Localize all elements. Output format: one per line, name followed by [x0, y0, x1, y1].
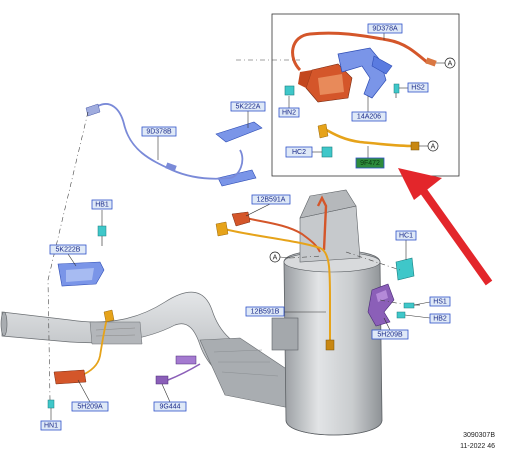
leader-hs1: [413, 301, 431, 306]
routing-line-right: [289, 251, 403, 305]
ref-circle-a-1: A: [444, 57, 456, 69]
label-hs1: HS1: [429, 296, 451, 307]
svg-text:A: A: [431, 143, 436, 150]
svg-text:9D378B: 9D378B: [146, 129, 172, 136]
label-hb2: HB2: [429, 313, 451, 324]
svg-text:9D378A: 9D378A: [372, 26, 398, 33]
label-hn1: HN1: [40, 420, 62, 431]
label-9g444: 9G444: [153, 401, 187, 412]
svg-text:9F472: 9F472: [360, 160, 380, 167]
connector-hn2: [284, 85, 295, 96]
bracket-5k222b: [57, 261, 105, 287]
connector-hb1: [97, 225, 107, 246]
label-5k222a: 5K222A: [230, 101, 266, 112]
leader-9g444: [161, 383, 171, 403]
label-5h209a: 5H209A: [71, 401, 109, 412]
connector-hb2: [396, 311, 406, 319]
footer-code: 3090307B: [463, 432, 495, 439]
leader-12b591a: [245, 203, 271, 217]
svg-text:5K222B: 5K222B: [56, 247, 81, 254]
svg-text:HN1: HN1: [44, 423, 58, 430]
svg-text:12B591B: 12B591B: [251, 309, 280, 316]
ref-circle-a-3: A: [269, 251, 281, 263]
label-5k222b: 5K222B: [49, 244, 87, 255]
leader-ref-a3: [279, 256, 291, 259]
nox-harness-9d378b: [85, 103, 244, 180]
svg-text:HC2: HC2: [292, 149, 306, 156]
svg-text:A: A: [273, 254, 278, 261]
svg-text:5K222A: 5K222A: [236, 104, 261, 111]
svg-text:HN2: HN2: [282, 110, 296, 117]
label-9d378b: 9D378B: [141, 126, 177, 137]
svg-text:14A206: 14A206: [357, 114, 381, 121]
nox-sensor-9d378a: [291, 31, 437, 72]
sensor-module-14a206: [298, 63, 353, 103]
svg-text:A: A: [448, 60, 453, 67]
bracket-blue-inset: [337, 47, 393, 99]
label-14a206: 14A206: [351, 111, 387, 122]
connector-hs2: [393, 83, 400, 98]
temperature-sensor-main-yellow: [215, 221, 335, 351]
svg-text:9G444: 9G444: [159, 404, 180, 411]
temperature-sensor-9f472: [317, 123, 420, 151]
svg-text:HS2: HS2: [411, 85, 425, 92]
label-12b591b: 12B591B: [245, 306, 285, 317]
bracket-5k222a: [215, 121, 263, 187]
svg-text:HB2: HB2: [433, 316, 447, 323]
nox-sensor-main-orange: [231, 195, 328, 253]
svg-text:12B591A: 12B591A: [257, 197, 286, 204]
label-hc1: HC1: [395, 230, 417, 241]
label-12b591a: 12B591A: [251, 194, 291, 205]
connector-hc2: [321, 146, 333, 158]
leader-5k222b: [67, 253, 77, 267]
svg-text:5H209A: 5H209A: [77, 404, 103, 411]
svg-text:HS1: HS1: [433, 299, 447, 306]
leader-5h209a: [77, 379, 91, 403]
label-hn2: HN2: [278, 107, 300, 118]
leader-hb2: [404, 314, 431, 319]
label-hb1: HB1: [91, 199, 113, 210]
leader-5h209b: [383, 317, 391, 331]
label-5h209b: 5H209B: [371, 329, 409, 340]
ref-circle-a-2: A: [427, 140, 439, 152]
footer-date: 11-2022 46: [460, 443, 495, 450]
label-hc2: HC2: [285, 146, 313, 158]
svg-text:HB1: HB1: [95, 202, 109, 209]
routing-line-left: [47, 111, 89, 401]
connector-hn1: [47, 399, 55, 409]
connector-hc1: [395, 257, 415, 281]
label-9d378a: 9D378A: [367, 23, 403, 34]
connector-hs1: [403, 302, 420, 309]
svg-text:5H209B: 5H209B: [377, 332, 403, 339]
svg-text:HC1: HC1: [399, 233, 413, 240]
pressure-sensor-9g444: [155, 355, 201, 385]
red-arrow-indicator: [398, 168, 493, 286]
inset-detail-box: [271, 13, 460, 177]
label-hs2: HS2: [407, 82, 429, 93]
label-9f472: 9F472: [355, 157, 385, 169]
bracket-5h209b: [367, 283, 395, 327]
